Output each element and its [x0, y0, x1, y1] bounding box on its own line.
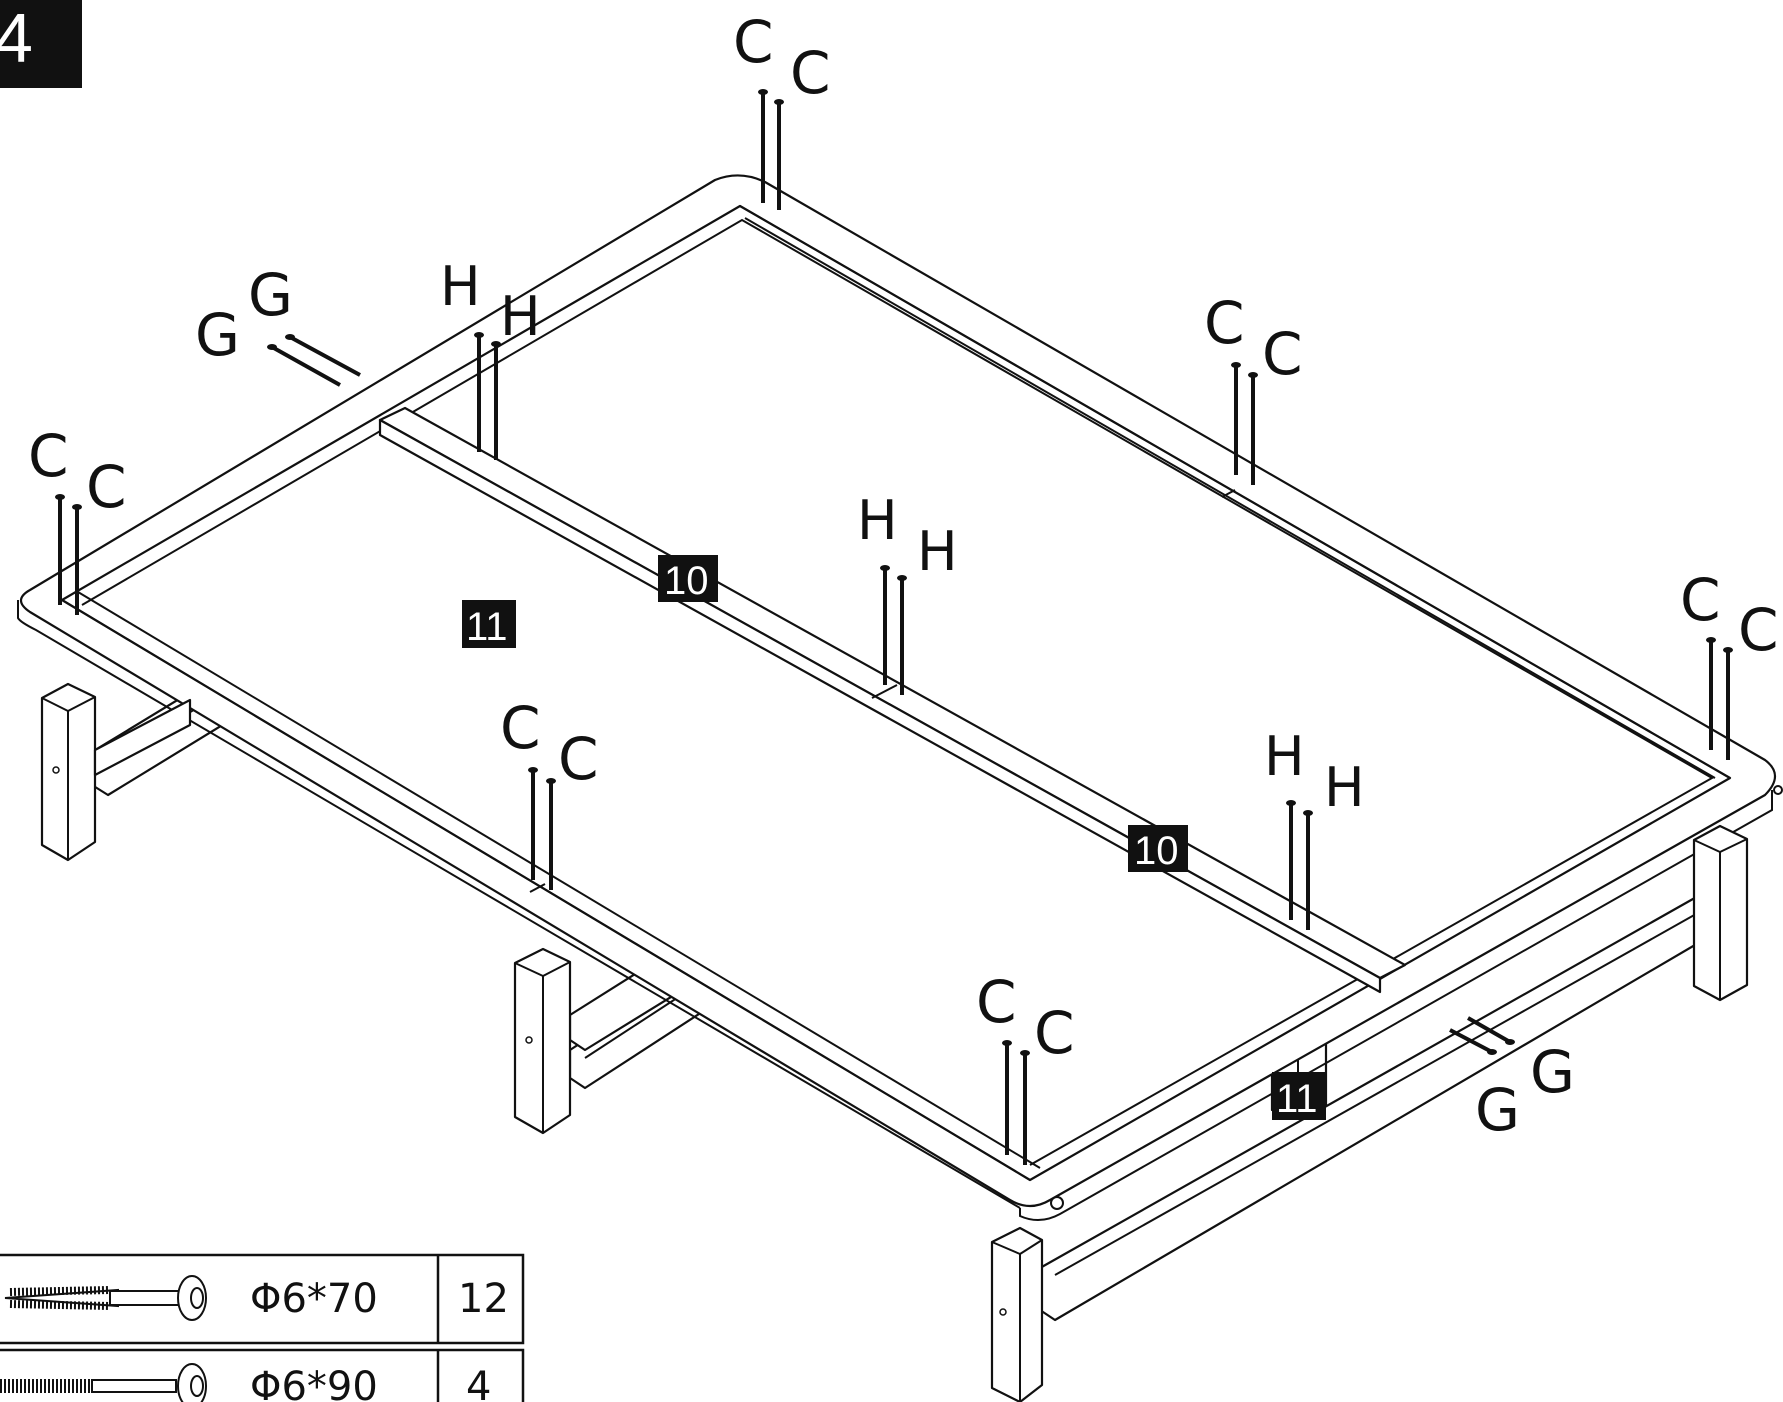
label-c: C — [976, 968, 1017, 1036]
label-g-left: G G — [195, 261, 293, 369]
label-h: H — [857, 489, 898, 552]
part-badge-11-right: 11 — [1272, 1072, 1326, 1121]
part-number: 10 — [1134, 829, 1179, 873]
hardware-qty: 12 — [458, 1276, 509, 1322]
part-number: 10 — [664, 559, 709, 603]
label-c: C — [1680, 566, 1721, 634]
screw-90-icon — [0, 1363, 207, 1402]
label-c: C — [790, 39, 831, 107]
label-c: C — [500, 694, 541, 762]
label-h-left: H H — [440, 255, 541, 348]
label-g: G — [195, 301, 240, 369]
label-g: G — [1475, 1076, 1520, 1144]
screw-pair-c-back — [758, 89, 784, 210]
label-h: H — [917, 520, 958, 583]
label-c: C — [1204, 289, 1245, 357]
part-badge-10-lower: 10 — [1128, 825, 1188, 873]
screw-pair-h-center — [880, 565, 907, 695]
label-c: C — [1034, 999, 1075, 1067]
screw-pair-c-right — [1706, 637, 1733, 760]
label-c: C — [28, 422, 69, 490]
label-g: G — [248, 261, 293, 329]
screw-pair-c-back-right — [1231, 362, 1258, 485]
label-g: G — [1530, 1038, 1575, 1106]
label-c-front-right: C C — [976, 968, 1075, 1067]
part-number: 11 — [1276, 1077, 1318, 1121]
step-badge: 4 — [0, 0, 82, 88]
label-c-back-right: C C — [1204, 289, 1303, 388]
label-h: H — [1264, 725, 1305, 788]
screw-pair-c-front-left — [528, 767, 556, 890]
label-c: C — [1262, 320, 1303, 388]
hardware-table: Φ6*70 12 Φ6*90 4 — [0, 1253, 525, 1402]
screw-pair-c-left — [55, 494, 82, 615]
leg-front-left — [40, 682, 192, 862]
label-h: H — [1324, 756, 1365, 819]
label-c: C — [86, 453, 127, 521]
label-c-right: C C — [1680, 566, 1779, 664]
label-c-left: C C — [28, 422, 127, 521]
hardware-qty: 4 — [466, 1364, 491, 1402]
screw-pair-h-right — [1286, 800, 1313, 930]
label-h: H — [440, 255, 481, 318]
label-c-back: C C — [733, 8, 831, 107]
label-c: C — [733, 8, 774, 76]
screw-70-icon — [4, 1275, 207, 1321]
leg-front-right — [990, 1226, 1044, 1402]
part-badge-10-upper: 10 — [658, 555, 718, 603]
label-c-front-left: C C — [500, 694, 599, 793]
part-badge-11-left: 11 — [462, 600, 516, 649]
screw-pair-h-left — [474, 332, 501, 460]
label-h-right: H H — [1264, 725, 1365, 819]
step-number: 4 — [0, 0, 33, 77]
hardware-size: Φ6*90 — [250, 1364, 378, 1402]
leg-front-center — [513, 947, 572, 1135]
label-g-right: G G — [1475, 1038, 1575, 1144]
leg-right-end — [1692, 824, 1749, 1002]
screw-pair-g-right — [1449, 1016, 1515, 1055]
label-h: H — [500, 285, 541, 348]
part-number: 11 — [466, 605, 508, 649]
label-h-center: H H — [857, 489, 958, 583]
hardware-size: Φ6*70 — [250, 1276, 378, 1322]
label-c: C — [1738, 596, 1779, 664]
label-c: C — [558, 725, 599, 793]
screw-pair-g-left — [267, 334, 361, 387]
screw-pair-c-front-right — [1002, 1040, 1030, 1165]
